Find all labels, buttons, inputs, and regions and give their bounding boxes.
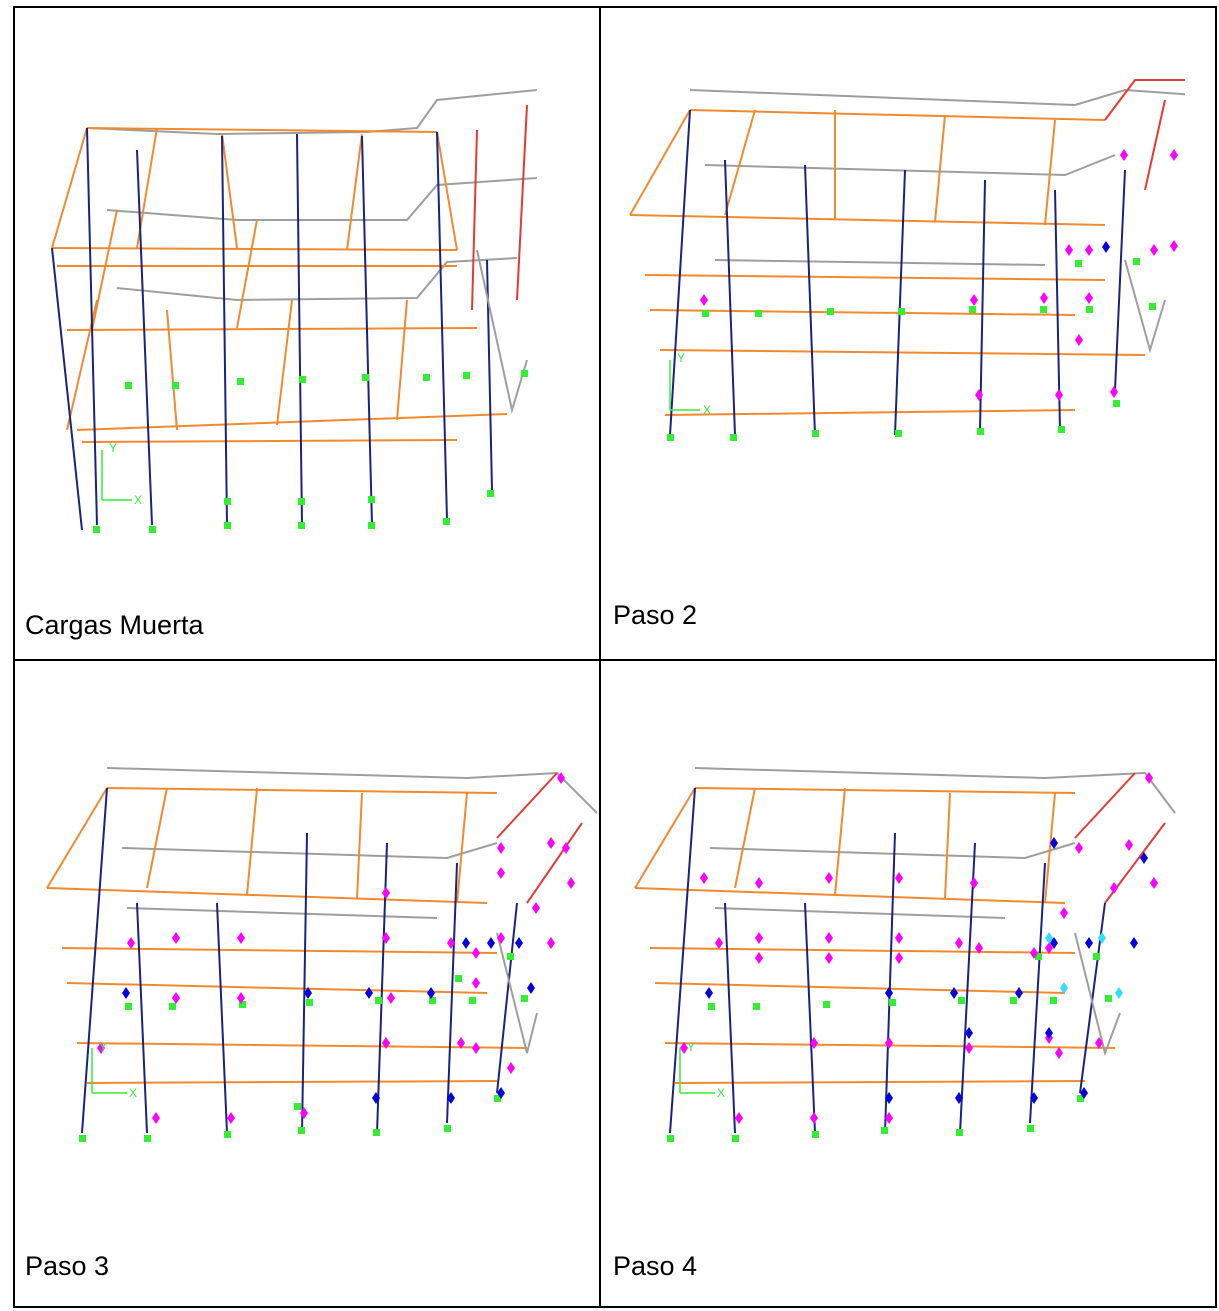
axis-label-y: Y bbox=[687, 1040, 695, 1054]
axis-label-y: Y bbox=[109, 441, 117, 455]
figure-grid: X Y Cargas Muerta bbox=[13, 6, 1217, 1308]
panel-paso-3: X Y Paso 3 bbox=[17, 663, 597, 1308]
frame-model-step-3: X Y bbox=[46, 767, 597, 1142]
panel-caption: Paso 4 bbox=[613, 1251, 698, 1281]
axis-label-x: X bbox=[717, 1086, 725, 1100]
panel-paso-2: X Y Paso 2 bbox=[605, 10, 1185, 655]
grid-divider-vertical bbox=[599, 8, 601, 1306]
axis-label-y: Y bbox=[99, 1040, 107, 1054]
frame-model-dead-load: X Y bbox=[51, 89, 538, 533]
panel-caption: Paso 2 bbox=[613, 600, 698, 630]
grid-divider-horizontal bbox=[15, 659, 1215, 661]
axis-label-x: X bbox=[703, 403, 711, 417]
frame-model-step-4: X Y bbox=[634, 767, 1176, 1142]
axis-triad bbox=[101, 450, 132, 501]
axis-label-x: X bbox=[129, 1086, 137, 1100]
panel-caption: Cargas Muerta bbox=[25, 610, 204, 640]
axis-label-y: Y bbox=[677, 351, 685, 365]
axis-label-x: X bbox=[134, 493, 142, 507]
panel-caption: Paso 3 bbox=[25, 1251, 110, 1281]
panel-paso-4: X Y Paso 4 bbox=[605, 663, 1185, 1308]
panel-cargas-muerta: X Y Cargas Muerta bbox=[17, 10, 597, 655]
frame-model-step-2: X Y bbox=[629, 79, 1185, 441]
